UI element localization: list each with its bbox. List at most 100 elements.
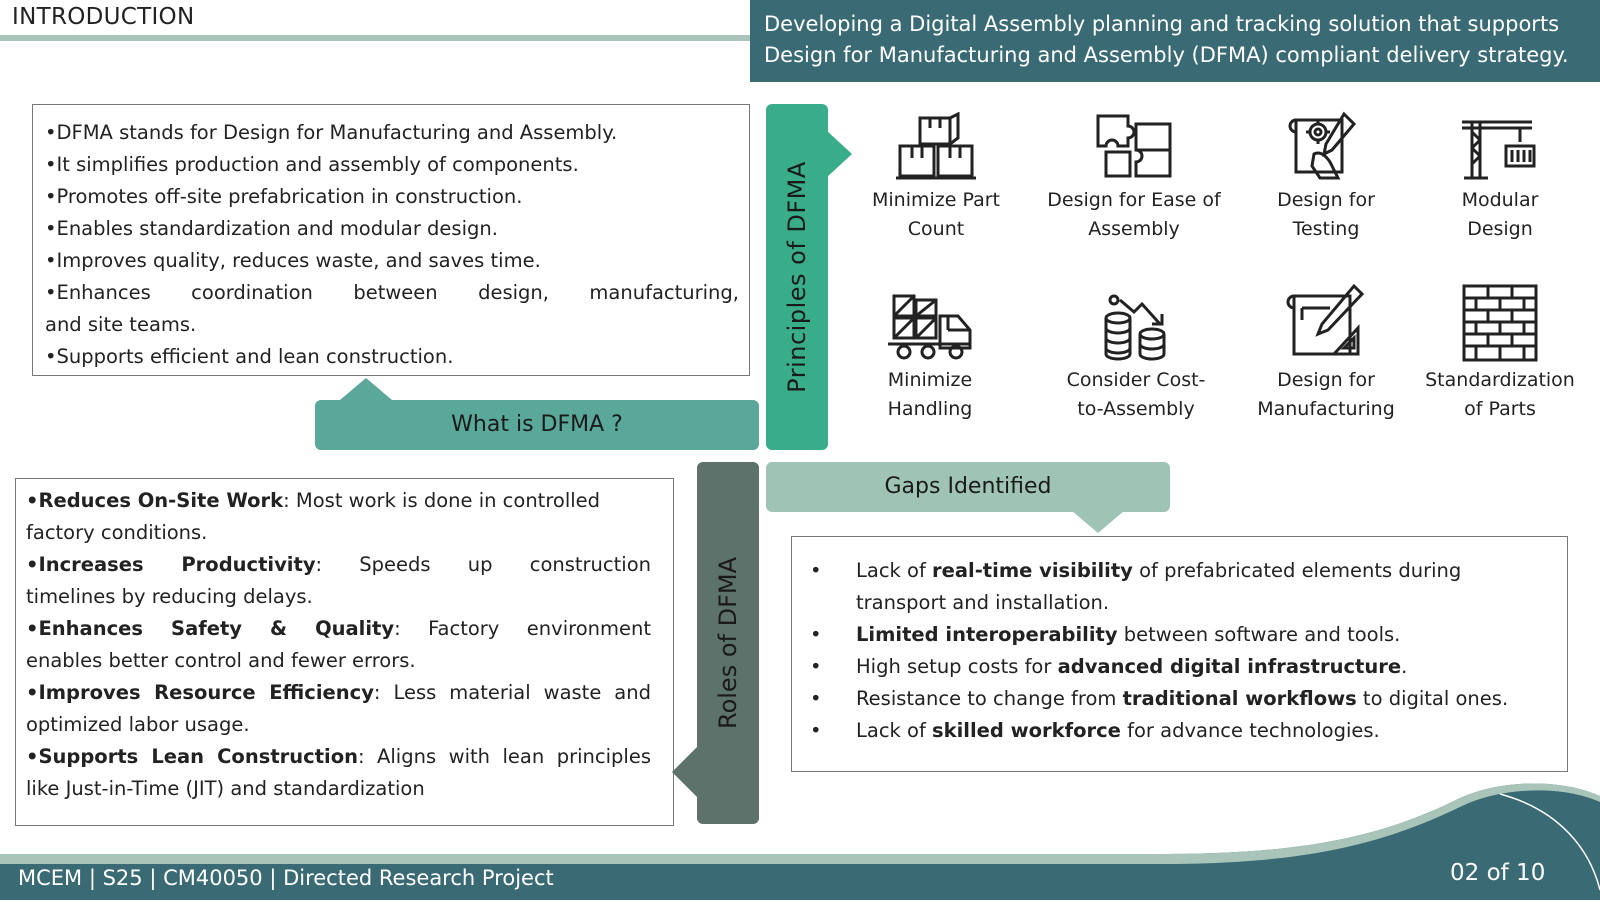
role-item-cont: optimized labor usage. xyxy=(26,713,250,736)
gap-text: between software and tools. xyxy=(1117,623,1401,646)
role-title: •Supports Lean Construction xyxy=(26,745,358,768)
principle-caption: to-Assembly xyxy=(1077,398,1195,420)
what-item: •Supports efficient and lean constructio… xyxy=(45,345,454,368)
crane-icon xyxy=(1462,120,1536,180)
principle-design-for-testing: Design for Testing xyxy=(1236,110,1416,244)
blueprint-gear-icon xyxy=(1288,111,1357,180)
what-is-dfma-box: •DFMA stands for Design for Manufacturin… xyxy=(32,104,750,376)
principle-design-for-manufacturing: Design for Manufacturing xyxy=(1236,284,1416,424)
role-item: •Reduces On-Site Work: Most work is done… xyxy=(26,485,651,517)
principle-caption: Testing xyxy=(1292,218,1360,240)
principle-caption: Design for Ease of xyxy=(1047,189,1221,211)
gap-text: Lack of xyxy=(856,719,933,742)
intro-title: INTRODUCTION xyxy=(12,4,195,30)
course-footer: MCEM | S25 | CM40050 | Directed Research… xyxy=(18,866,554,890)
what-item-cont: and site teams. xyxy=(45,313,197,336)
roles-arrow xyxy=(672,746,698,798)
coins-chart-icon xyxy=(1104,294,1166,361)
principle-minimize-part-count: Minimize Part Count xyxy=(846,112,1026,244)
role-desc: : Aligns with lean principles xyxy=(357,745,651,768)
gap-text: to digital ones. xyxy=(1356,687,1509,710)
gap-text: High setup costs for xyxy=(856,655,1058,678)
role-item-cont: timelines by reducing delays. xyxy=(26,585,313,608)
intro-underline xyxy=(0,35,750,41)
principles-bar xyxy=(766,104,828,450)
principle-caption: Count xyxy=(907,218,965,240)
principles-label: Principles of DFMA xyxy=(766,104,828,450)
gap-item: • Lack of real-time visibility of prefab… xyxy=(810,555,1557,619)
gap-highlight: traditional workflows xyxy=(1122,687,1357,710)
what-label-pointer xyxy=(340,378,392,400)
objective-banner: Developing a Digital Assembly planning a… xyxy=(750,0,1600,82)
principle-cost-to-assembly: Consider Cost- to-Assembly xyxy=(1046,292,1226,424)
what-item: •Enhances coordination between design, m… xyxy=(45,281,739,304)
bullet-icon: • xyxy=(810,719,822,742)
principle-caption: of Parts xyxy=(1464,398,1536,420)
principle-caption: Minimize xyxy=(887,369,973,391)
principle-caption: Handling xyxy=(887,398,973,420)
gap-highlight: skilled workforce xyxy=(932,719,1121,742)
principles-arrow xyxy=(826,130,852,178)
role-title: •Reduces On-Site Work xyxy=(26,489,284,512)
bullet-icon: • xyxy=(810,687,822,710)
puzzle-icon xyxy=(1096,114,1172,178)
principle-standardization-of-parts: Standardization of Parts xyxy=(1410,284,1590,424)
principle-caption: Design xyxy=(1467,218,1533,240)
role-title: •Increases Productivity xyxy=(26,553,316,576)
page-number: 02 of 10 xyxy=(1450,860,1546,886)
role-title: •Improves Resource Efficiency xyxy=(26,681,374,704)
principle-caption: Design for xyxy=(1277,369,1375,391)
principle-ease-of-assembly: Design for Ease of Assembly xyxy=(1044,112,1224,244)
principle-modular-design: Modular Design xyxy=(1410,112,1590,244)
gap-highlight: advanced digital infrastructure xyxy=(1057,655,1402,678)
bullet-icon: • xyxy=(810,655,822,678)
principle-caption: Consider Cost- xyxy=(1066,369,1206,391)
roles-label-text: Roles of DFMA xyxy=(714,556,742,730)
role-title: •Enhances Safety & Quality xyxy=(26,617,395,640)
role-desc: : Most work is done in controlled xyxy=(283,489,601,512)
principle-caption: Minimize Part xyxy=(872,189,1000,211)
banner-line-2: Design for Manufacturing and Assembly (D… xyxy=(764,43,1569,67)
roles-bar xyxy=(697,462,759,824)
gap-text: . xyxy=(1401,655,1408,678)
role-desc: : Speeds up construction xyxy=(315,553,651,576)
gap-text: of prefabricated elements during xyxy=(1132,559,1462,582)
what-is-dfma-label: What is DFMA ? xyxy=(315,400,759,450)
principle-caption: Manufacturing xyxy=(1257,398,1395,420)
gap-item: • Limited interoperability between softw… xyxy=(810,619,1557,651)
gaps-identified-label: Gaps Identified xyxy=(766,462,1170,512)
gap-highlight: real-time visibility xyxy=(932,559,1133,582)
bullet-icon: • xyxy=(810,623,822,646)
principles-label-text: Principles of DFMA xyxy=(783,161,812,393)
principle-minimize-handling: Minimize Handling xyxy=(840,292,1020,424)
role-item-cont: like Just-in-Time (JIT) and standardizat… xyxy=(26,777,425,800)
brick-wall-icon xyxy=(1462,284,1538,362)
banner-line-1: Developing a Digital Assembly planning a… xyxy=(764,12,1560,36)
gap-item: • Resistance to change from traditional … xyxy=(810,683,1557,715)
gap-text: Lack of xyxy=(856,559,933,582)
principle-caption: Modular xyxy=(1461,189,1539,211)
gap-text: transport and installation. xyxy=(856,591,1110,614)
role-item-cont: enables better control and fewer errors. xyxy=(26,649,416,672)
role-item: •Enhances Safety & Quality: Factory envi… xyxy=(26,613,651,645)
gaps-identified-box: • Lack of real-time visibility of prefab… xyxy=(791,536,1568,772)
principle-caption: Design for xyxy=(1277,189,1375,211)
principle-caption: Standardization xyxy=(1425,369,1575,391)
what-item: •Improves quality, reduces waste, and sa… xyxy=(45,249,541,272)
role-item: •Improves Resource Efficiency: Less mate… xyxy=(26,677,651,709)
gap-item: • High setup costs for advanced digital … xyxy=(810,651,1557,683)
roles-label: Roles of DFMA xyxy=(697,462,759,824)
footer-wave xyxy=(0,783,1600,900)
role-desc: : Less material waste and xyxy=(373,681,651,704)
roles-of-dfma-box: •Reduces On-Site Work: Most work is done… xyxy=(15,478,674,826)
boxes-icon xyxy=(896,112,976,180)
gap-text: for advance technologies. xyxy=(1120,719,1380,742)
role-desc: : Factory environment xyxy=(394,617,651,640)
role-item: •Supports Lean Construction: Aligns with… xyxy=(26,741,651,773)
what-item: •DFMA stands for Design for Manufacturin… xyxy=(45,121,618,144)
what-item: •Enables standardization and modular des… xyxy=(45,217,498,240)
what-item: •Promotes off-site prefabrication in con… xyxy=(45,185,523,208)
what-item: •It simplifies production and assembly o… xyxy=(45,153,579,176)
principle-caption: Assembly xyxy=(1088,218,1180,240)
gap-highlight: Limited interoperability xyxy=(856,623,1118,646)
